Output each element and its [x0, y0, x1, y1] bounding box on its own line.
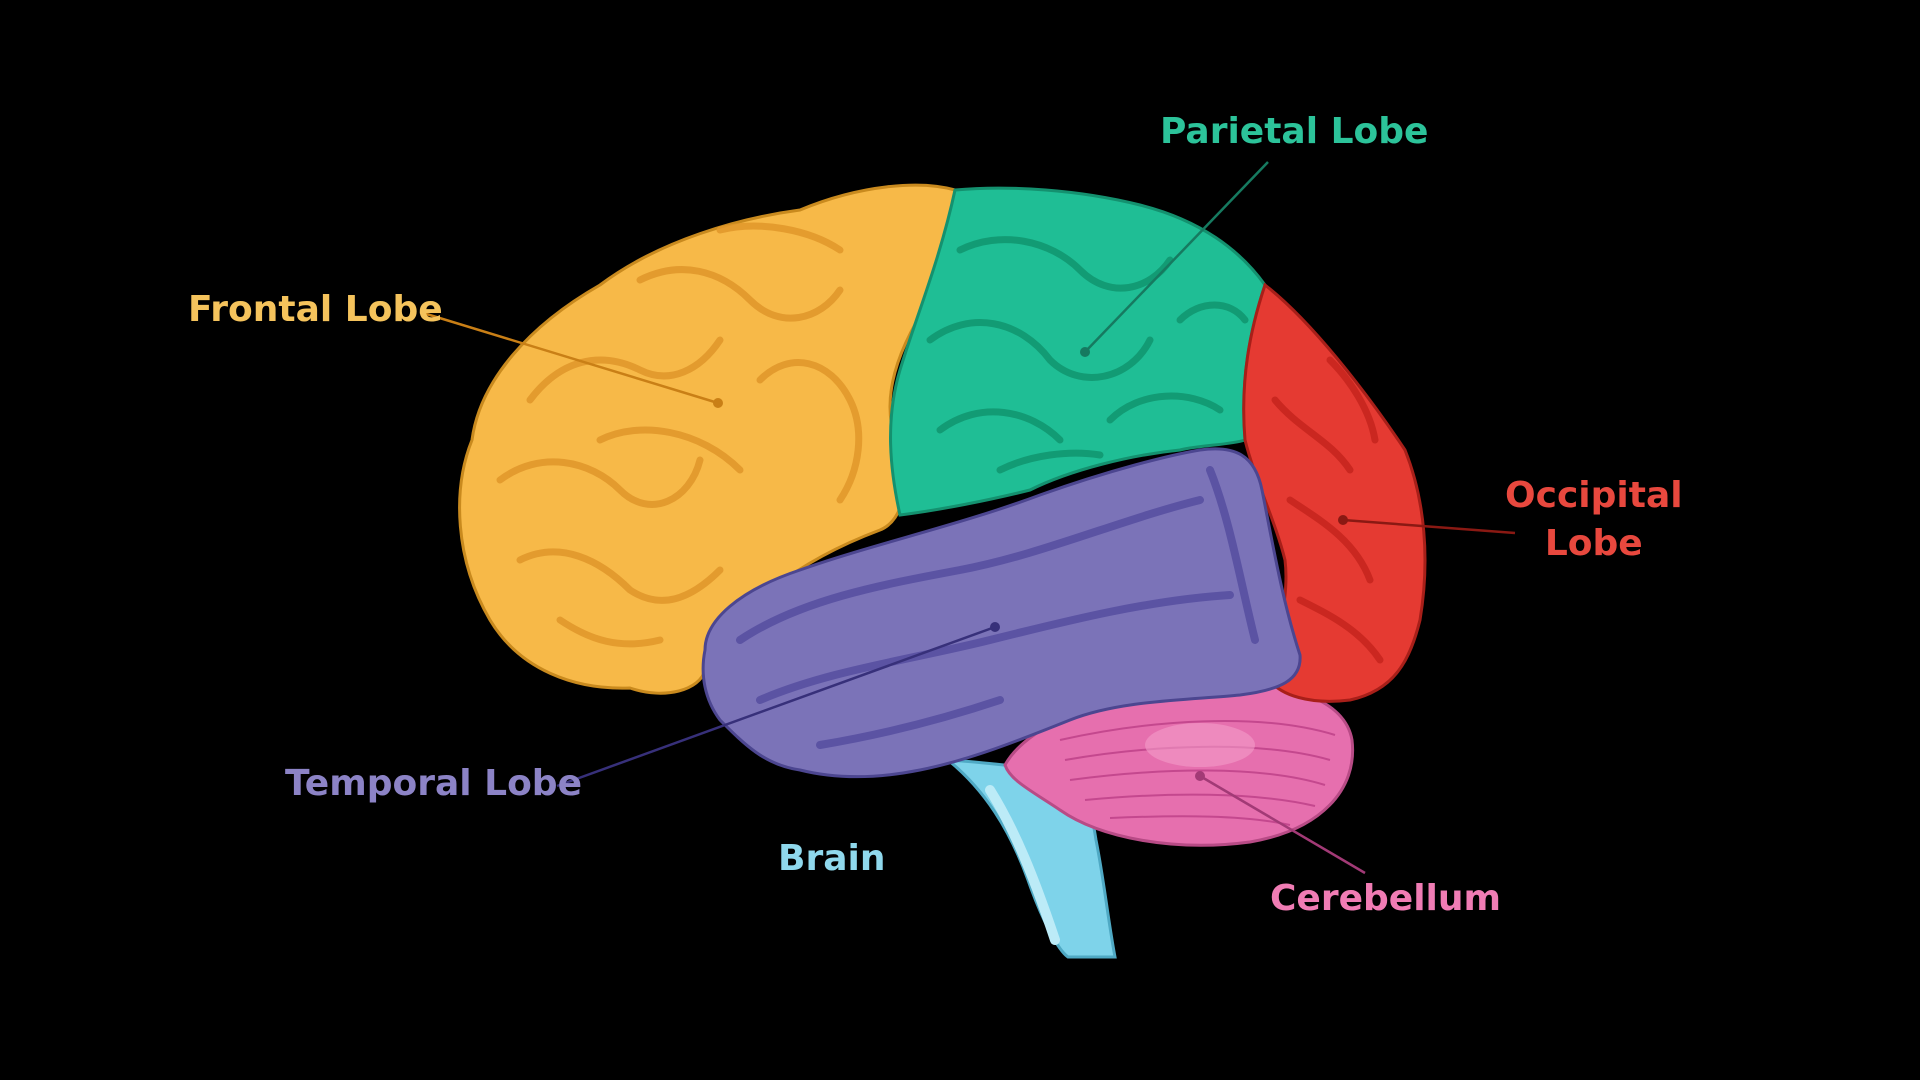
- cerebellum-leader-line: [1199, 774, 1366, 875]
- parietal-leader-line: [1084, 161, 1269, 353]
- frontal-lobe-gyri: [496, 222, 863, 648]
- occipital-leader-line: [1342, 518, 1516, 535]
- cerebellum-highlight: [1145, 723, 1255, 767]
- cerebellum-leader-dot: [1195, 771, 1205, 781]
- parietal-lobe-region: [889, 186, 1267, 517]
- parietal-leader-dot: [1080, 347, 1090, 357]
- leader-lines: [419, 161, 1516, 875]
- parietal-lobe-label: Parietal Lobe: [1160, 111, 1429, 152]
- brainstem-highlight: [985, 785, 1060, 945]
- occipital-leader-dot: [1338, 515, 1348, 525]
- cerebellum-label: Cerebellum: [1270, 878, 1502, 919]
- frontal-leader-dot: [713, 398, 723, 408]
- temporal-lobe-region: [701, 447, 1302, 779]
- parietal-lobe-gyri: [926, 236, 1249, 474]
- temporal-lobe-label: Temporal Lobe: [285, 763, 582, 804]
- frontal-leader-line: [419, 310, 719, 405]
- temporal-leader-line: [556, 625, 996, 788]
- temporal-lobe-gyri: [736, 466, 1259, 749]
- occipital-lobe-gyri: [1271, 356, 1384, 664]
- occipital-lobe-region: [1242, 282, 1427, 703]
- temporal-leader-dot: [990, 622, 1000, 632]
- frontal-lobe-label: Frontal Lobe: [188, 289, 443, 330]
- brain-label: Brain: [778, 838, 886, 879]
- occipital-label-line1: Occipital: [1505, 475, 1683, 516]
- occipital-lobe-label: Occipital Lobe: [1505, 472, 1683, 568]
- occipital-label-line2: Lobe: [1544, 523, 1643, 564]
